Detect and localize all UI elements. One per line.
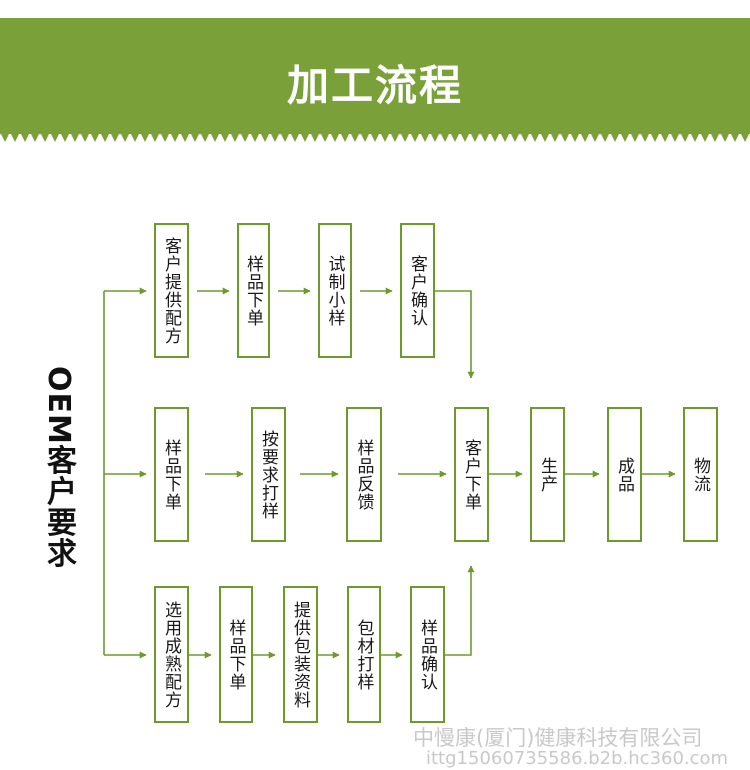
banner-scalloped-edge <box>0 132 750 142</box>
step-label: 样品确认 <box>417 618 437 691</box>
step-label: 生产 <box>537 456 557 493</box>
step-label: 样品下单 <box>161 438 181 511</box>
step-label: 提供包装资料 <box>290 600 310 709</box>
step-logistics: 物流 <box>683 407 718 542</box>
arrow-down-to-order <box>435 290 475 379</box>
banner-scallop <box>0 132 750 142</box>
step-sample-order: 样品下单 <box>154 407 189 542</box>
step-provide-packaging-info: 提供包装资料 <box>283 586 318 723</box>
step-customer-confirm: 客户确认 <box>400 223 435 358</box>
oem-customer-requirement-label: OEM客户要求 <box>41 366 76 569</box>
step-label: 样品下单 <box>225 618 246 691</box>
arrow-up-to-order <box>445 565 475 656</box>
step-label: 样品下单 <box>243 254 263 327</box>
step-production: 生产 <box>530 407 565 542</box>
step-choose-mature-formula: 选用成熟配方 <box>154 586 189 723</box>
step-customer-provides-formula: 客户提供配方 <box>154 223 189 358</box>
step-label: 样品反馈 <box>353 438 374 511</box>
step-label: 客户下单 <box>461 438 481 511</box>
step-label: 客户确认 <box>407 254 427 327</box>
step-sample-as-required: 按要求打样 <box>251 407 286 542</box>
step-customer-order: 客户下单 <box>454 407 489 542</box>
step-finished-product: 成品 <box>607 407 642 542</box>
step-trial-sample: 试制小样 <box>318 223 352 358</box>
watermark-url: ittg15060735586.b2b.hc360.com <box>426 748 729 769</box>
step-sample-order: 样品下单 <box>237 223 270 358</box>
step-label: 客户提供配方 <box>161 236 181 345</box>
step-sample-feedback: 样品反馈 <box>346 407 382 542</box>
watermark-company: 中慢康(厦门)健康科技有限公司 <box>413 726 703 750</box>
step-label: 物流 <box>690 456 710 493</box>
step-sample-order: 样品下单 <box>219 586 253 723</box>
step-label: 按要求打样 <box>258 429 278 520</box>
step-label: 选用成熟配方 <box>161 600 181 709</box>
step-label: 成品 <box>614 456 634 493</box>
step-packaging-sample: 包材打样 <box>347 586 381 723</box>
step-label: 试制小样 <box>324 254 345 327</box>
page-title: 加工流程 <box>286 61 463 110</box>
title-banner <box>0 18 750 134</box>
step-label: 包材打样 <box>353 618 374 691</box>
step-sample-confirm: 样品确认 <box>410 586 445 723</box>
